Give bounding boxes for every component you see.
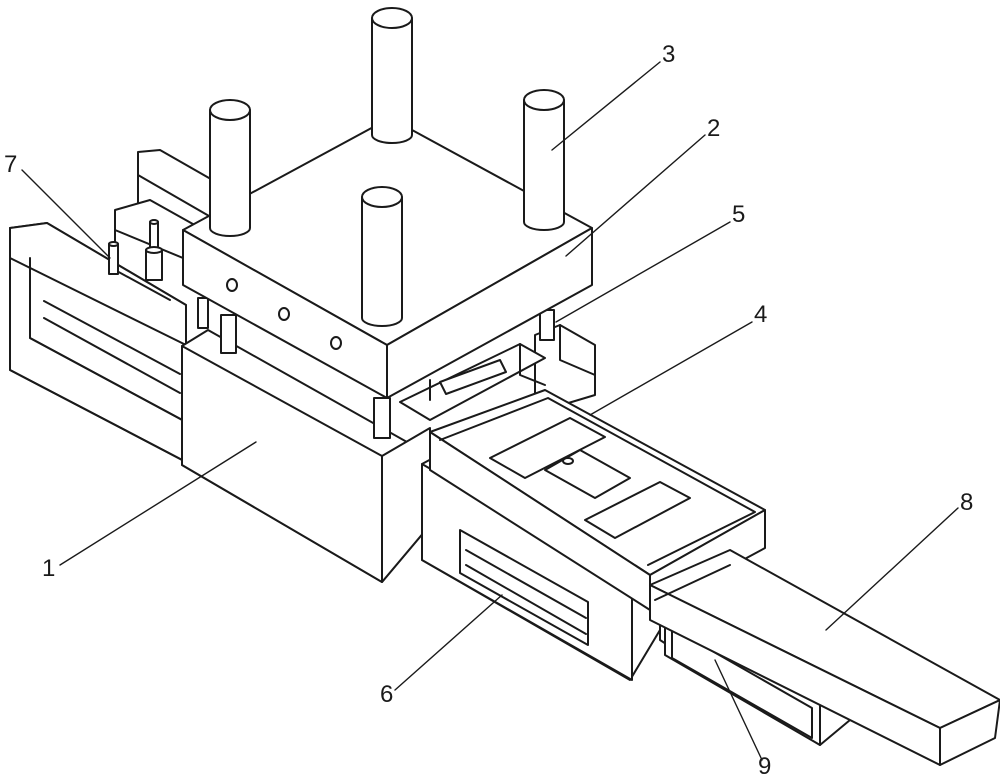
label-8: 8 [960,489,973,516]
middle-die-plate [429,389,766,611]
leader-lines [21,61,959,761]
label-3: 3 [662,41,675,68]
label-2: 2 [707,115,720,142]
part-labels: 1 2 3 4 5 6 7 8 9 [4,41,973,778]
front-lower-frame [421,449,661,681]
rear-right-block [534,324,596,411]
label-6: 6 [380,681,393,708]
left-rail-frame [9,222,187,463]
label-7: 7 [4,151,17,178]
label-1: 1 [42,555,55,582]
mold-insert [399,343,546,421]
guide-columns [209,7,565,327]
label-5: 5 [732,201,745,228]
ejector-pins [108,219,163,281]
lower-guide-posts [197,297,555,439]
sliding-bar [649,549,1000,766]
label-9: 9 [758,753,771,778]
label-4: 4 [754,301,767,328]
